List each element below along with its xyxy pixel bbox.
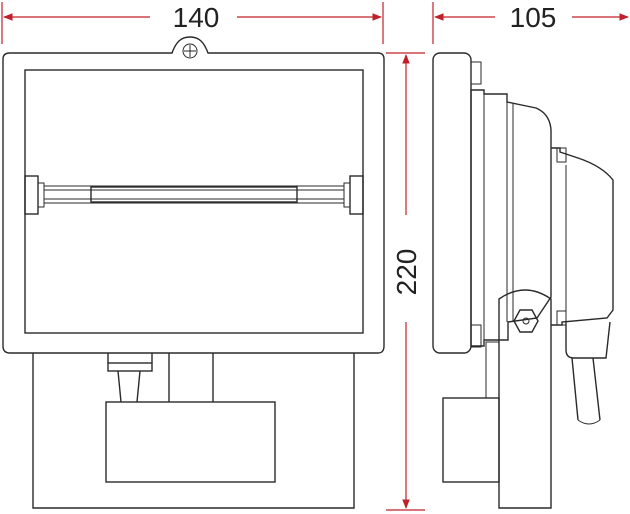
side-rear-housing [551, 147, 614, 326]
depth-dimension: 105 [432, 2, 629, 44]
depth-label: 105 [510, 2, 557, 33]
front-housing [2, 36, 385, 354]
front-bracket [32, 353, 355, 509]
height-label: 220 [391, 249, 422, 296]
lamp-holder-left [24, 175, 45, 215]
side-cable-gland [565, 321, 611, 359]
width-dimension: 140 [1, 2, 384, 44]
lamp-holder-right [343, 175, 364, 215]
side-body [470, 89, 552, 347]
height-dimension: 220 [386, 52, 425, 511]
side-mounting-bracket [498, 289, 552, 509]
halogen-tube [44, 185, 344, 204]
front-junction-box [105, 401, 276, 483]
side-front-frame [432, 52, 472, 354]
side-junction-box [442, 397, 500, 483]
top-screw-icon [182, 43, 198, 59]
front-view [2, 36, 385, 509]
width-label: 140 [173, 2, 220, 33]
side-view [432, 52, 614, 509]
hex-bolt-icon [513, 309, 539, 333]
